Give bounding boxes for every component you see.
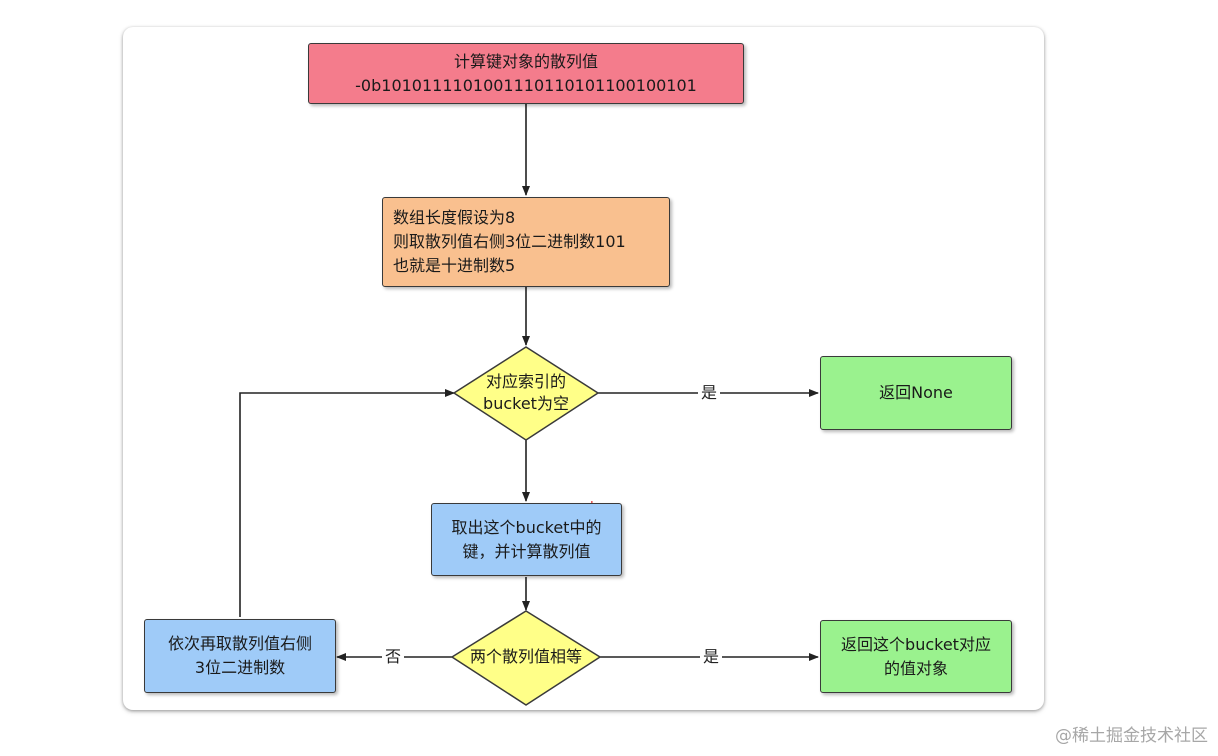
take-key-line2: 键，并计算散列值 xyxy=(462,541,591,561)
return-value-node: 返回这个bucket对应 的值对象 xyxy=(820,620,1012,693)
equal-check-label: 两个散列值相等 xyxy=(456,646,596,668)
mask-node-line2: 则取散列值右侧3位二进制数101 xyxy=(393,232,626,251)
next-bits-line1: 依次再取散列值右侧 xyxy=(167,634,312,653)
next-bits-node: 依次再取散列值右侧 3位二进制数 xyxy=(144,619,336,693)
mask-node-line3: 也就是十进制数5 xyxy=(393,256,516,275)
empty-check-line1: 对应索引的 xyxy=(485,372,566,391)
hash-node-line1: 计算键对象的散列值 xyxy=(453,51,598,71)
return-value-line1: 返回这个bucket对应 xyxy=(841,634,991,654)
empty-check-label: 对应索引的 bucket为空 xyxy=(466,371,586,415)
take-key-line1: 取出这个bucket中的 xyxy=(451,517,602,537)
equal-check-diamond xyxy=(450,610,602,706)
mask-node: 数组长度假设为8 则取散列值右侧3位二进制数101 也就是十进制数5 xyxy=(382,197,670,287)
empty-check-line2: bucket为空 xyxy=(483,394,569,413)
edge-label-no: 否 xyxy=(382,647,405,667)
return-none-node: 返回None xyxy=(820,356,1012,430)
return-value-line2: 的值对象 xyxy=(883,658,948,678)
mask-node-line1: 数组长度假设为8 xyxy=(393,208,516,227)
edge-label-yes-top: 是 xyxy=(698,383,721,403)
next-bits-line2: 3位二进制数 xyxy=(194,658,286,677)
equal-check-text: 两个散列值相等 xyxy=(469,647,582,666)
empty-check-diamond xyxy=(452,346,600,441)
hash-node: 计算键对象的散列值 -0b101011110100111011010110010… xyxy=(308,43,744,104)
hash-node-line2: -0b1010111101001110110101100100101 xyxy=(355,75,697,95)
edge-next-bits-loop-back xyxy=(239,389,455,617)
return-none-label: 返回None xyxy=(879,383,953,402)
edge-label-yes-bottom: 是 xyxy=(700,647,723,667)
watermark: @稀土掘金技术社区 xyxy=(1055,726,1208,746)
take-key-node: 取出这个bucket中的 键，并计算散列值 xyxy=(431,503,622,576)
